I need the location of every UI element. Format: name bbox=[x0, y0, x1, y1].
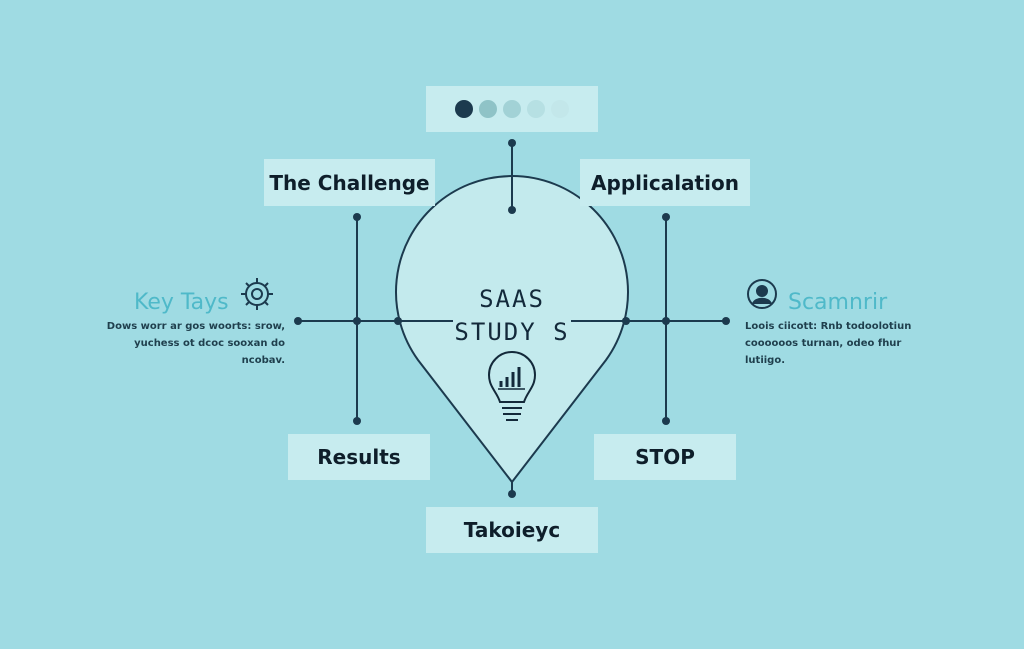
right-panel-line: Loois ciicott: Rnb todoolotiun bbox=[745, 321, 912, 332]
left-panel-line: ncobav. bbox=[241, 355, 285, 366]
right-panel-line: coooooos turnan, odeo fhur bbox=[745, 338, 902, 349]
right-panel-text: Loois ciicott: Rnb todoolotiun coooooos … bbox=[745, 318, 945, 369]
gear-icon bbox=[241, 278, 273, 310]
center-title-line2: STUDY S bbox=[454, 318, 570, 346]
indicator-dot-active bbox=[455, 100, 473, 118]
indicator-dot bbox=[551, 100, 569, 118]
indicator-dot bbox=[479, 100, 497, 118]
right-panel-title: Scamnrir bbox=[788, 290, 888, 315]
box-results: Results bbox=[288, 434, 430, 480]
left-panel-line: yuchess ot dcoc sooxan do bbox=[134, 338, 285, 349]
center-title-line1: SAAS bbox=[479, 285, 545, 313]
box-challenge: The Challenge bbox=[264, 159, 435, 206]
box-application: Applicalation bbox=[580, 159, 750, 206]
lightbulb-chart-icon bbox=[487, 350, 537, 421]
box-stop: STOP bbox=[594, 434, 736, 480]
left-panel-title: Key Tays bbox=[134, 290, 229, 315]
progress-indicator bbox=[426, 86, 598, 132]
person-circle-icon bbox=[747, 279, 777, 309]
box-takeaway: Takoieyc bbox=[426, 507, 598, 553]
right-panel-line: lutiigo. bbox=[745, 355, 786, 366]
indicator-dot bbox=[503, 100, 521, 118]
left-panel-text: Dows worr ar gos woorts: srow, yuchess o… bbox=[105, 318, 285, 369]
left-panel-line: Dows worr ar gos woorts: srow, bbox=[106, 321, 285, 332]
indicator-dot bbox=[527, 100, 545, 118]
